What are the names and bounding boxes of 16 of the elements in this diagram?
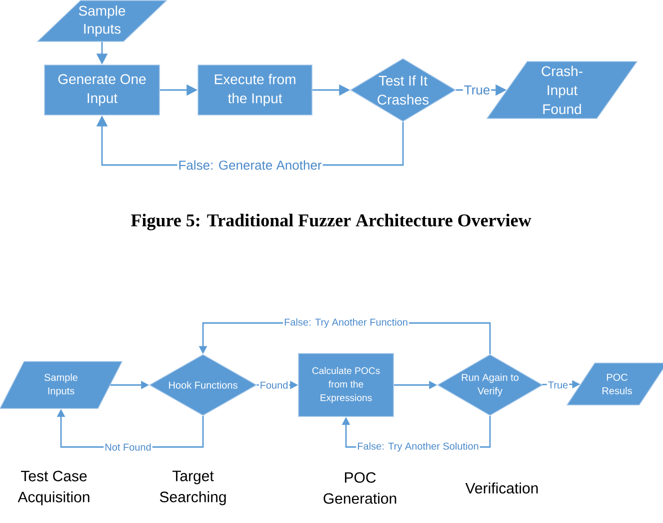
edge-label: Not Found	[104, 442, 152, 452]
edge-label: False: Try Another Solution	[356, 441, 480, 453]
stage-label: POC Generation	[324, 472, 396, 504]
edge-label: False: Generate Another	[177, 159, 323, 171]
edge-label: True	[462, 84, 492, 96]
figure-caption: Figure 5: Traditional Fuzzer Architecture Overview	[131, 214, 532, 230]
data-parallelogram: Sample Inputs	[0, 361, 123, 409]
process-box: Execute from the Input	[198, 64, 312, 116]
stage-label: Verification	[465, 482, 538, 494]
edge-label: True	[546, 380, 570, 390]
process-box: Generate One Input	[44, 64, 160, 116]
edge-label: Found	[258, 380, 290, 390]
process-box: Calculate POCs from the Expressions	[298, 353, 394, 417]
stage-label: Target Searching	[160, 470, 226, 506]
stage-label: Test Case Acquisition	[18, 470, 90, 506]
edge-label: False: Try Another Function	[283, 317, 409, 329]
